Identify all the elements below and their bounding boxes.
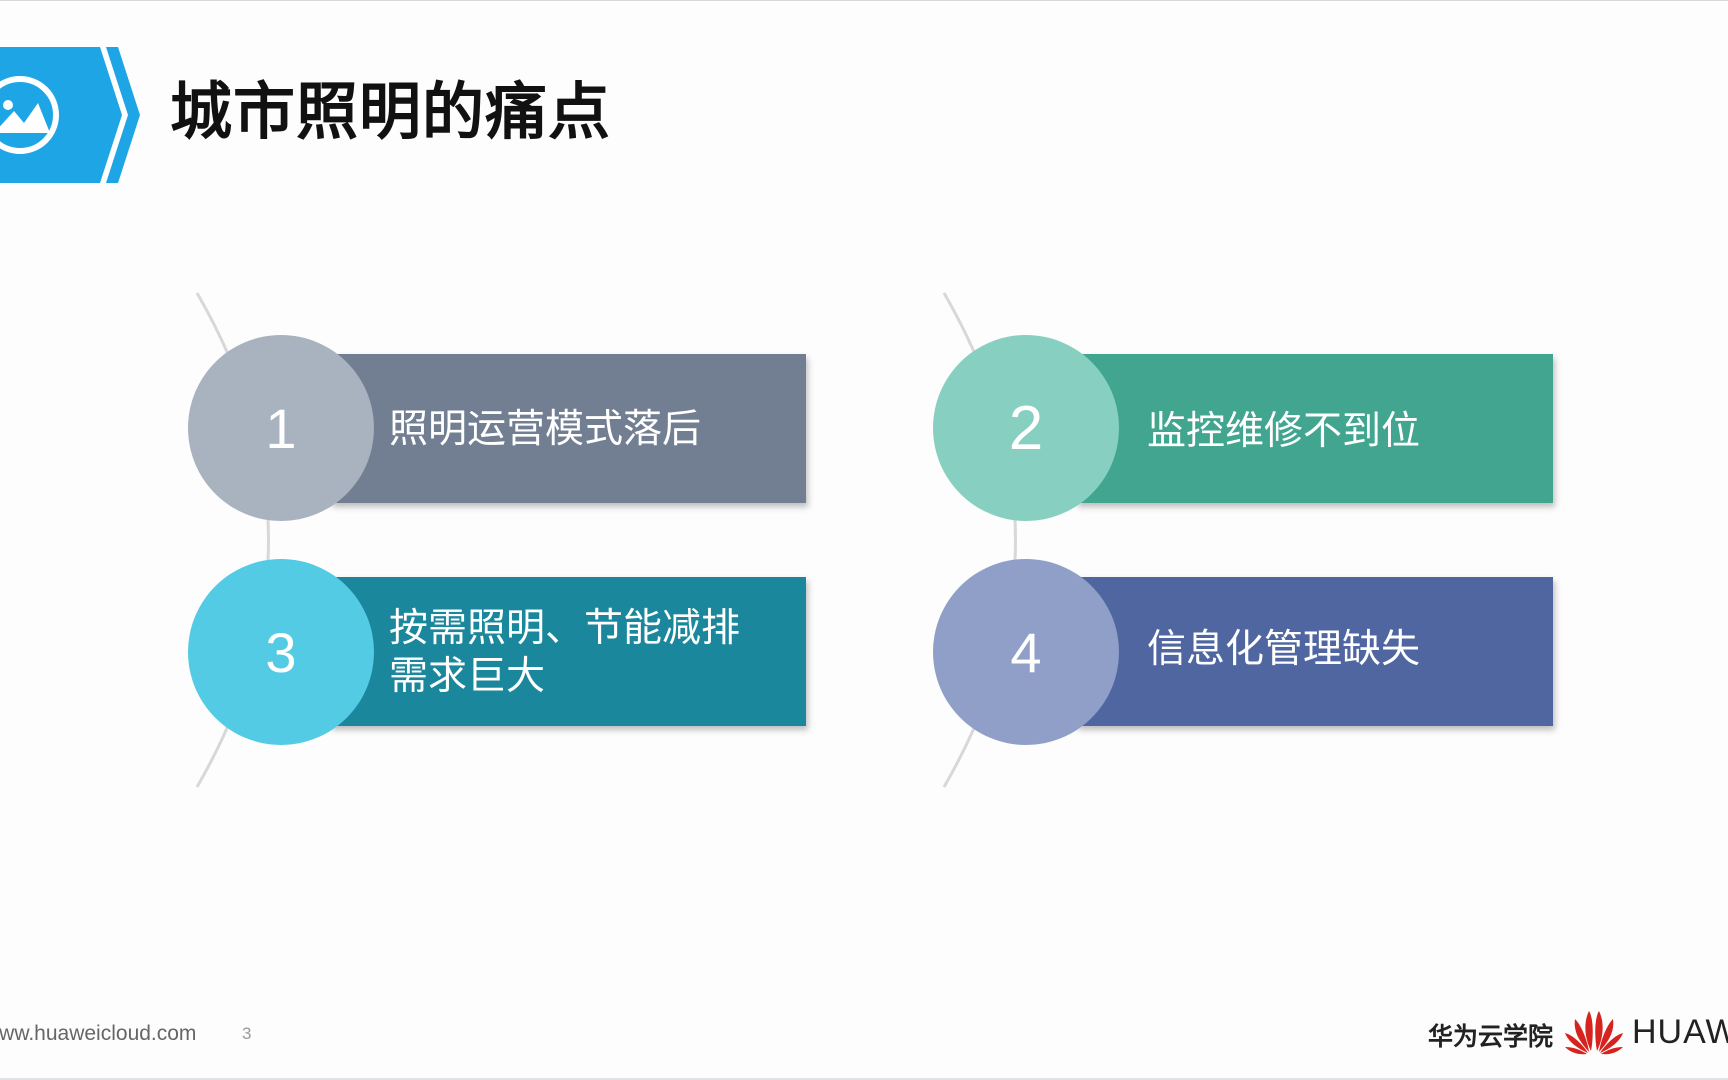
card-number: 3 xyxy=(265,620,297,684)
huawei-logo-icon xyxy=(1565,1011,1623,1055)
card-label: 信息化管理缺失 xyxy=(1147,627,1421,672)
page-number: 3 xyxy=(242,1024,252,1043)
card-number: 4 xyxy=(1010,620,1042,684)
page-title: 城市照明的痛点 xyxy=(170,75,612,148)
top-border xyxy=(0,0,1728,1)
image-icon xyxy=(0,47,140,183)
card-number: 1 xyxy=(265,396,297,460)
card-number: 2 xyxy=(1008,393,1044,463)
card-number-circle: 2 xyxy=(933,335,1119,521)
footer-brand: HUAWEI xyxy=(1632,1013,1728,1051)
footer-url: www.huaweicloud.com xyxy=(0,1022,197,1045)
card-number-circle: 3 xyxy=(188,559,374,745)
card-bar xyxy=(1076,577,1553,726)
bottom-border xyxy=(0,1078,1728,1080)
card-number-circle: 4 xyxy=(933,559,1119,745)
footer-academy-name: 华为云学院 xyxy=(1428,1022,1554,1051)
card-label-line-2: 需求巨大 xyxy=(389,654,546,699)
card-label: 监控维修不到位 xyxy=(1147,409,1421,454)
card-bar xyxy=(1076,354,1553,503)
card-bar xyxy=(330,577,806,726)
card-label: 照明运营模式落后 xyxy=(389,407,702,452)
card-number-circle: 1 xyxy=(188,335,374,521)
card-label-line-1: 按需照明、节能减排 xyxy=(389,606,741,651)
card-bar xyxy=(330,354,806,503)
